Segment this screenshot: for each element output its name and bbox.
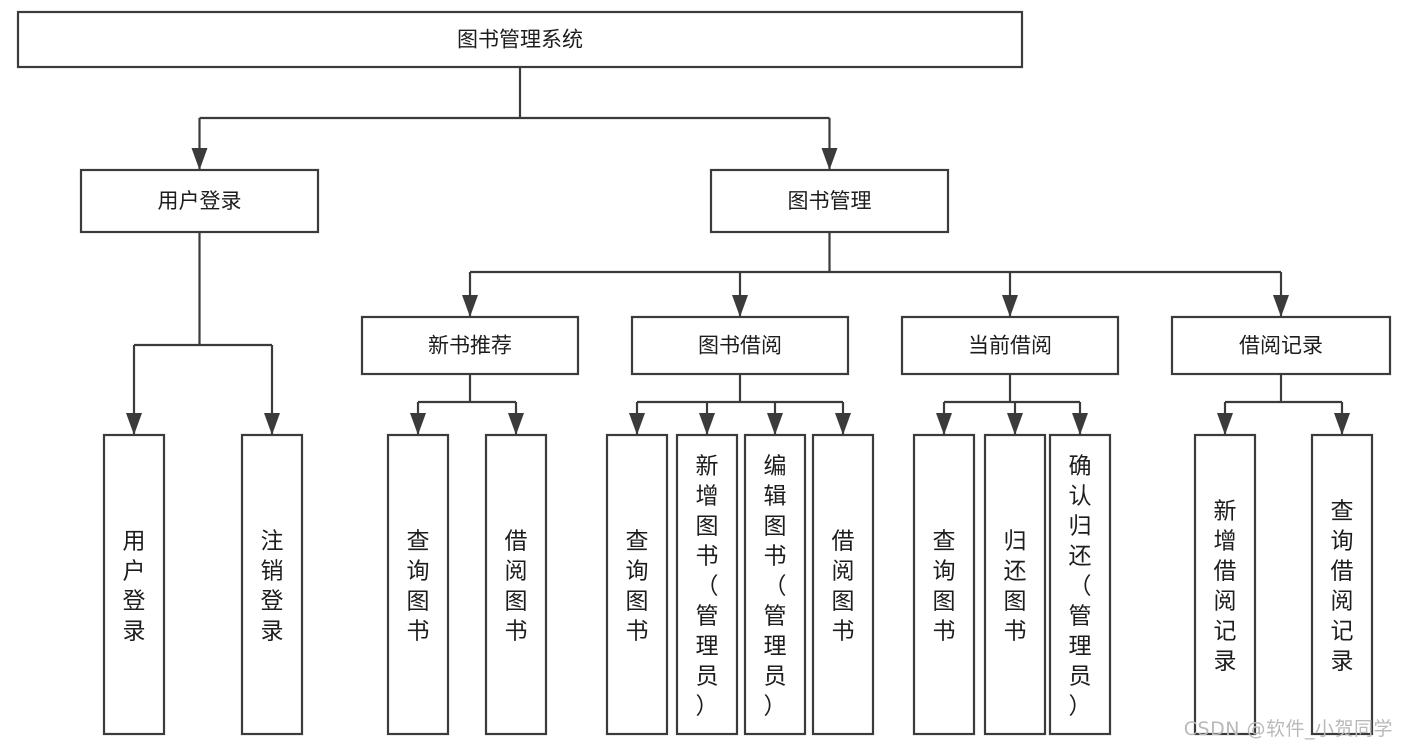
arrow-head-icon: [191, 148, 208, 170]
arrow-head-icon: [1273, 295, 1289, 317]
node-leaf-7-box[interactable]: [811, 433, 875, 736]
node-leaf-3[interactable]: 借阅图书: [484, 433, 548, 736]
node-leaf-2-label: 查询图书: [407, 529, 430, 645]
node-leaf-10-label: 确认归还（管理员）: [1069, 454, 1092, 720]
node-leaf-9-box[interactable]: [983, 433, 1047, 736]
node-leaf-10[interactable]: 确认归还（管理员）: [1048, 433, 1112, 736]
node-level3-3[interactable]: 借阅记录: [1170, 315, 1392, 376]
node-leaf-5[interactable]: 新增图书（管理员）: [675, 433, 739, 736]
arrow-head-icon: [508, 413, 524, 435]
csdn-watermark: CSDN @软件_小贺同学: [1183, 718, 1393, 740]
node-level2-0[interactable]: 用户登录: [79, 168, 320, 234]
edges-layer: [126, 67, 1350, 435]
node-leaf-6-label: 编辑图书（管理员）: [764, 454, 787, 720]
node-level3-1-label: 图书借阅: [698, 334, 782, 358]
node-leaf-7[interactable]: 借阅图书: [811, 433, 875, 736]
node-leaf-8-label: 查询图书: [933, 529, 956, 645]
node-leaf-11[interactable]: 新增借阅记录: [1193, 433, 1257, 736]
node-leaf-9[interactable]: 归还图书: [983, 433, 1047, 736]
arrow-head-icon: [732, 295, 748, 317]
node-leaf-3-label: 借阅图书: [505, 529, 528, 645]
node-root-system-label: 图书管理系统: [457, 28, 583, 52]
arrow-head-icon: [1002, 295, 1018, 317]
node-level3-1[interactable]: 图书借阅: [630, 315, 850, 376]
node-leaf-0-box[interactable]: [102, 433, 166, 736]
node-leaf-5-box[interactable]: [675, 433, 739, 736]
node-leaf-4-box[interactable]: [605, 433, 669, 736]
node-level3-1-box[interactable]: [630, 315, 850, 376]
node-leaf-1-label: 注销登录: [261, 529, 284, 645]
arrow-head-icon: [767, 413, 783, 435]
arrow-head-icon: [629, 413, 645, 435]
node-leaf-11-label: 新增借阅记录: [1214, 499, 1237, 675]
arrow-head-icon: [264, 413, 280, 435]
arrow-head-icon: [1072, 413, 1088, 435]
node-leaf-12-label: 查询借阅记录: [1331, 499, 1354, 675]
arrow-head-icon: [126, 413, 142, 435]
node-level2-1[interactable]: 图书管理: [709, 168, 950, 234]
node-leaf-1-box[interactable]: [240, 433, 304, 736]
node-leaf-2-box[interactable]: [386, 433, 450, 736]
arrow-head-icon: [936, 413, 952, 435]
node-leaf-5-label: 新增图书（管理员）: [696, 454, 719, 720]
node-leaf-0[interactable]: 用户登录: [102, 433, 166, 736]
node-leaf-4-label: 查询图书: [626, 529, 649, 645]
node-leaf-10-box[interactable]: [1048, 433, 1112, 736]
node-leaf-3-box[interactable]: [484, 433, 548, 736]
arrow-head-icon: [1217, 413, 1233, 435]
node-level3-2[interactable]: 当前借阅: [900, 315, 1120, 376]
node-leaf-0-label: 用户登录: [123, 529, 146, 645]
node-root-system-box[interactable]: [16, 10, 1024, 69]
node-level2-0-box[interactable]: [79, 168, 320, 234]
node-level2-0-label: 用户登录: [158, 189, 242, 213]
node-level3-0-box[interactable]: [360, 315, 580, 376]
arrow-head-icon: [699, 413, 715, 435]
node-leaf-6-box[interactable]: [743, 433, 807, 736]
node-leaf-2[interactable]: 查询图书: [386, 433, 450, 736]
node-level3-0-label: 新书推荐: [428, 334, 512, 358]
node-level3-3-box[interactable]: [1170, 315, 1392, 376]
node-level2-1-box[interactable]: [709, 168, 950, 234]
nodes-layer: 图书管理系统用户登录图书管理新书推荐图书借阅当前借阅借阅记录用户登录注销登录查询…: [16, 10, 1392, 736]
arrow-head-icon: [462, 295, 478, 317]
node-level3-2-box[interactable]: [900, 315, 1120, 376]
node-leaf-12-box[interactable]: [1310, 433, 1374, 736]
arrow-head-icon: [1334, 413, 1350, 435]
arrow-head-icon: [835, 413, 851, 435]
node-level3-2-label: 当前借阅: [968, 334, 1052, 358]
node-leaf-8-box[interactable]: [912, 433, 976, 736]
node-leaf-9-label: 归还图书: [1004, 529, 1027, 645]
node-root-system[interactable]: 图书管理系统: [16, 10, 1024, 69]
node-leaf-8[interactable]: 查询图书: [912, 433, 976, 736]
node-leaf-4[interactable]: 查询图书: [605, 433, 669, 736]
node-leaf-6[interactable]: 编辑图书（管理员）: [743, 433, 807, 736]
node-leaf-12[interactable]: 查询借阅记录: [1310, 433, 1374, 736]
node-level3-0[interactable]: 新书推荐: [360, 315, 580, 376]
node-level3-3-label: 借阅记录: [1239, 334, 1323, 358]
arrow-head-icon: [1007, 413, 1023, 435]
arrow-head-icon: [821, 148, 838, 170]
node-level2-1-label: 图书管理: [788, 189, 872, 213]
node-leaf-1[interactable]: 注销登录: [240, 433, 304, 736]
node-leaf-11-box[interactable]: [1193, 433, 1257, 736]
node-leaf-7-label: 借阅图书: [832, 529, 855, 645]
arrow-head-icon: [410, 413, 426, 435]
